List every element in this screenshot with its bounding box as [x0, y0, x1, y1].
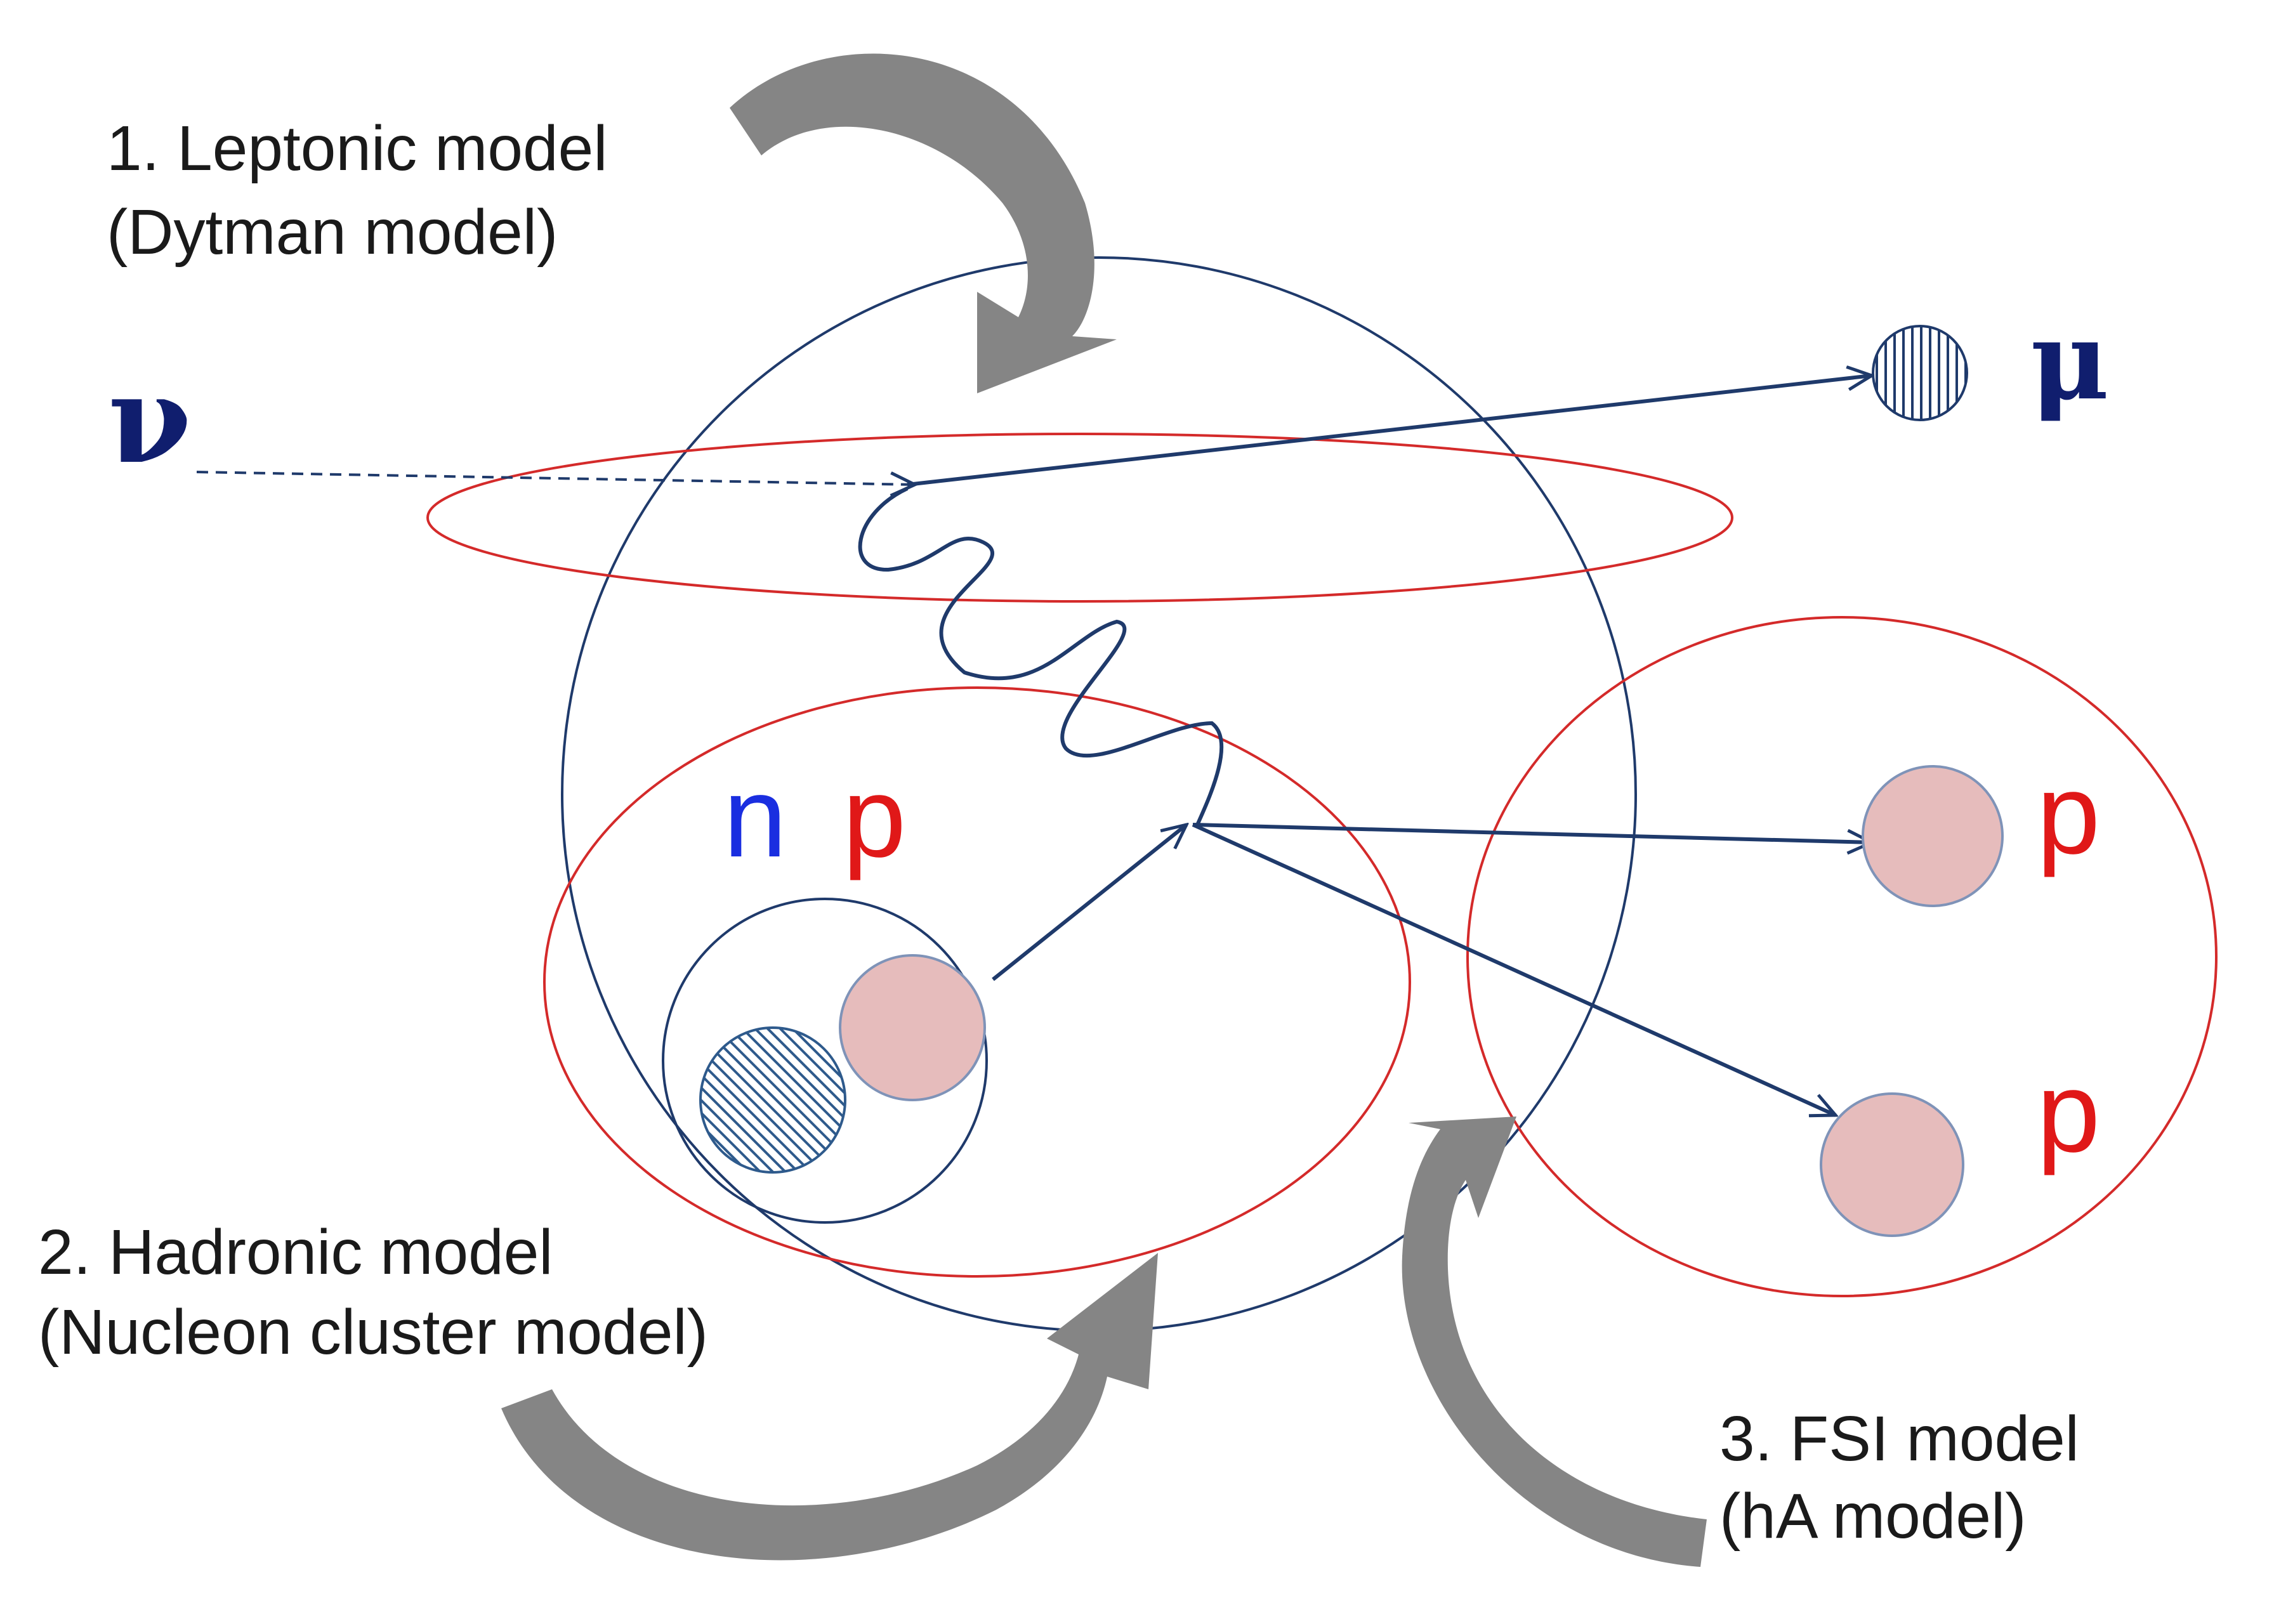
boson-wavy-line [858, 487, 1224, 829]
nucleon-cluster-circle [662, 898, 988, 1224]
hadronic-region-ellipse [543, 686, 1411, 1278]
hadronic-model-subtitle: (Nucleon cluster model) [38, 1297, 708, 1368]
hadronic-model-title: 2. Hadronic model [38, 1217, 553, 1288]
hadronic-model-arrow [501, 1253, 1158, 1561]
leptonic-vertex-ellipse [426, 433, 1733, 603]
outgoing-proton-track-1 [1192, 823, 1872, 842]
neutrino-symbol: ν [108, 349, 192, 490]
struck-proton-track [992, 825, 1186, 981]
cluster-neutron [699, 1026, 846, 1174]
neutron-label: n [723, 754, 787, 881]
fsi-region-ellipse [1466, 616, 2218, 1297]
cluster-proton [839, 954, 986, 1101]
muon-track [907, 376, 1872, 487]
outgoing-proton-track-2 [1192, 823, 1836, 1115]
outgoing-proton-1 [1862, 765, 2004, 907]
neutrino-incoming-track [196, 471, 915, 485]
fsi-model-title: 3. FSI model [1719, 1403, 2079, 1474]
outgoing-proton-label-1: p [2037, 750, 2100, 878]
leptonic-model-arrow [730, 53, 1117, 393]
leptonic-model-title: 1. Leptonic model [107, 113, 607, 184]
cluster-proton-label: p [843, 754, 906, 881]
outgoing-proton-2 [1820, 1092, 1964, 1237]
muon-symbol: μ [2030, 298, 2109, 424]
fsi-model-arrow [1402, 1116, 1707, 1567]
muon-particle [1872, 325, 1968, 421]
leptonic-model-subtitle: (Dytman model) [107, 197, 558, 268]
outgoing-proton-label-2: p [2037, 1049, 2100, 1176]
fsi-model-subtitle: (hA model) [1719, 1481, 2027, 1552]
